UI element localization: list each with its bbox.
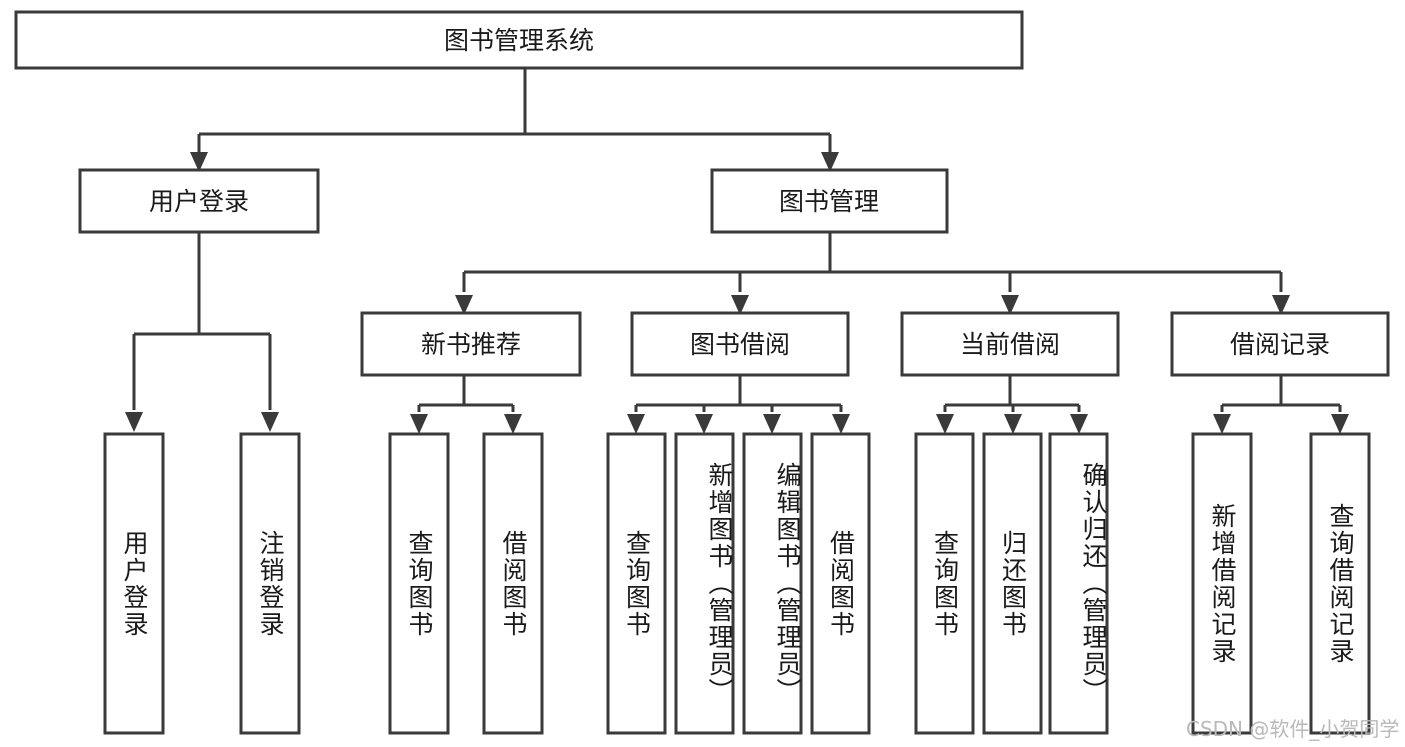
arrow-leaf-add-record: [1213, 414, 1231, 434]
node-current-borrow-label: 当前借阅: [960, 330, 1060, 359]
node-new-book-recommend-box[interactable]: [360, 311, 582, 377]
leaf-edit-book-box[interactable]: [742, 432, 803, 735]
arrow-leaf-borrow-book-1: [504, 414, 522, 434]
leaf-query-record-box[interactable]: [1309, 432, 1371, 735]
arrow-leaf-query-record: [1331, 414, 1349, 434]
arrow-leaf-user-login: [125, 412, 143, 432]
node-book-manage-box[interactable]: [710, 168, 949, 234]
node-borrow-record-box[interactable]: [1170, 311, 1390, 377]
node-new-book-recommend-label: 新书推荐: [421, 330, 521, 359]
arrow-leaf-edit-book: [763, 414, 781, 434]
arrow-leaf-query-book-3: [936, 414, 954, 434]
arrow-leaf-query-book-2: [627, 414, 645, 434]
node-user-login-label: 用户登录: [149, 187, 249, 216]
leaf-borrow-book-2-box[interactable]: [810, 432, 871, 735]
arrow-leaf-return-book: [1004, 414, 1022, 434]
connector-layer: [125, 68, 1349, 434]
node-root-box[interactable]: [14, 10, 1024, 70]
leaf-confirm-return-box[interactable]: [1048, 432, 1109, 735]
node-current-borrow-box[interactable]: [900, 311, 1120, 377]
arrow-leaf-borrow-book-2: [832, 414, 850, 434]
leaf-add-book-box[interactable]: [674, 432, 735, 735]
node-borrow-record-label: 借阅记录: [1230, 330, 1330, 359]
leaf-borrow-book-1-box[interactable]: [482, 432, 544, 735]
node-layer: 图书管理系统 用户登录 图书管理 新书推荐 图书借阅 当前借阅 借阅记录: [14, 10, 1390, 377]
leaf-user-login-box[interactable]: [103, 432, 165, 735]
arrow-leaf-add-book: [695, 414, 713, 434]
leaf-add-record-box[interactable]: [1191, 432, 1253, 735]
leaf-logout-login-box[interactable]: [239, 432, 301, 735]
node-book-manage-label: 图书管理: [779, 187, 879, 216]
leaf-layer: [103, 432, 1371, 735]
leaf-query-book-2-box[interactable]: [606, 432, 667, 735]
leaf-query-book-1-box[interactable]: [388, 432, 450, 735]
arrow-leaf-confirm-return: [1070, 414, 1088, 434]
arrow-leaf-logout-login: [261, 412, 279, 432]
leaf-return-book-box[interactable]: [982, 432, 1043, 735]
leaf-query-book-3-box[interactable]: [914, 432, 975, 735]
node-book-borrow-label: 图书借阅: [690, 330, 790, 359]
arrow-leaf-query-book-1: [410, 414, 428, 434]
node-root-label: 图书管理系统: [444, 26, 594, 55]
node-book-borrow-box[interactable]: [630, 311, 850, 377]
node-user-login-box[interactable]: [78, 168, 320, 234]
